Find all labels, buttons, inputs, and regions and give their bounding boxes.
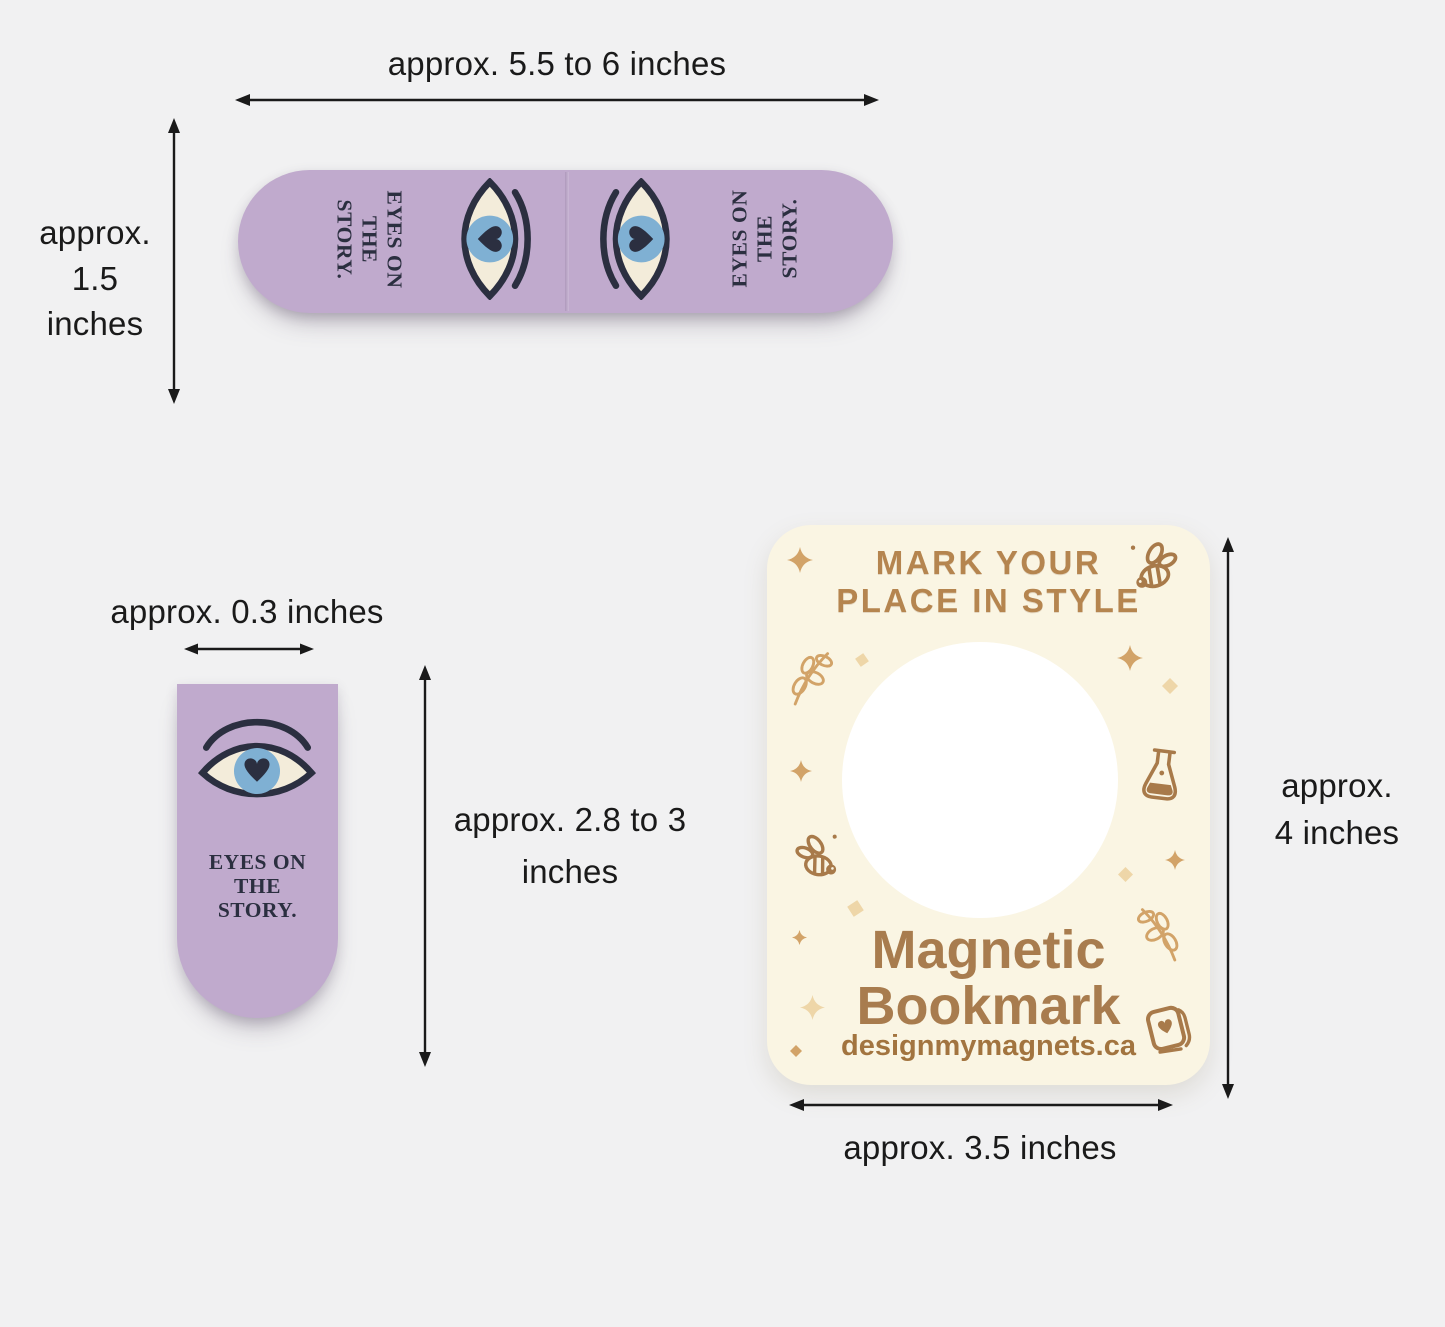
website-url: designmymagnets.ca (841, 1030, 1136, 1062)
sparkle-icon (1165, 850, 1185, 870)
folded-width-arrow (184, 643, 314, 655)
card-headline-line: PLACE IN STYLE (836, 582, 1141, 619)
tagline-right: EYES ON THE STORY. (728, 184, 803, 294)
fold-seam (565, 172, 569, 311)
eye-icon (461, 178, 531, 300)
tagline-line: THE (752, 214, 777, 263)
tagline: EYES ON THE STORY. (177, 850, 338, 922)
folded-width-label: approx. 0.3 inches (110, 593, 384, 630)
card-headline-line: MARK YOUR (875, 544, 1102, 581)
diamond-sparkle-icon (1162, 678, 1178, 694)
product-name-line: Magnetic (871, 920, 1106, 980)
book-heart-icon (1146, 1005, 1192, 1054)
card-height-label: approx. 4 inches (1247, 762, 1427, 856)
diamond-sparkle-icon (1118, 867, 1133, 882)
bee-icon (795, 834, 837, 877)
card-width-arrow (789, 1099, 1173, 1111)
unfolded-height-label-line: 1.5 (71, 259, 119, 297)
folded-height-label-line: approx. 2.8 to 3 (453, 801, 687, 838)
promo-card: MARK YOUR PLACE IN STYLE Magnetic Bookma… (767, 525, 1210, 1085)
card-height-arrow (1222, 537, 1234, 1099)
tagline-line: THE (357, 215, 382, 264)
folded-height-arrow (419, 665, 431, 1067)
tagline-left: EYES ON THE STORY. (332, 185, 407, 295)
unfolded-height-arrow (168, 118, 180, 404)
tagline-line: THE (234, 874, 281, 898)
flask-icon (1142, 748, 1178, 801)
card-headline: MARK YOUR PLACE IN STYLE (767, 544, 1210, 620)
tagline-line: EYES ON (208, 850, 307, 874)
folded-bookmark: EYES ON THE STORY. (177, 684, 338, 1018)
diamond-sparkle-icon (790, 1045, 802, 1057)
product-name: Magnetic Bookmark (767, 922, 1210, 1034)
unfolded-height-label-line: inches (46, 305, 144, 342)
leaf-branch-icon (1137, 908, 1179, 962)
diamond-sparkle-icon (847, 900, 864, 917)
card-height-label-line: 4 inches (1274, 814, 1400, 851)
diamond-sparkle-icon (855, 653, 869, 667)
tagline-line: EYES ON (727, 189, 752, 288)
bee-icon (1130, 542, 1178, 589)
card-height-label-line: approx. (1281, 767, 1393, 804)
unfolded-height-label-line: approx. (39, 214, 151, 251)
sparkle-icon (792, 930, 807, 945)
sparkle-icon (1117, 645, 1143, 671)
unfolded-height-label: approx. 1.5 inches (25, 210, 165, 347)
product-name-line: Bookmark (856, 976, 1121, 1036)
folded-height-label: approx. 2.8 to 3 inches (420, 794, 720, 898)
tagline-line: STORY. (777, 198, 802, 279)
unfolded-width-arrow (235, 94, 879, 106)
eye-icon (197, 718, 317, 798)
sparkle-icon (800, 995, 825, 1020)
card-width-label: approx. 3.5 inches (843, 1129, 1117, 1166)
sparkle-icon (787, 547, 813, 573)
folded-height-label-line: inches (521, 853, 619, 890)
unfolded-width-label: approx. 5.5 to 6 inches (387, 45, 727, 82)
die-cut-circle (842, 642, 1118, 918)
tagline-line: STORY. (332, 199, 357, 280)
sparkle-icon (790, 760, 812, 782)
tagline-line: STORY. (217, 898, 298, 922)
eye-icon (600, 178, 670, 300)
unfolded-bookmark: EYES ON THE STORY. EYES ON THE STORY. (238, 170, 893, 313)
leaf-branch-icon (791, 652, 833, 706)
tagline-line: EYES ON (382, 190, 407, 289)
